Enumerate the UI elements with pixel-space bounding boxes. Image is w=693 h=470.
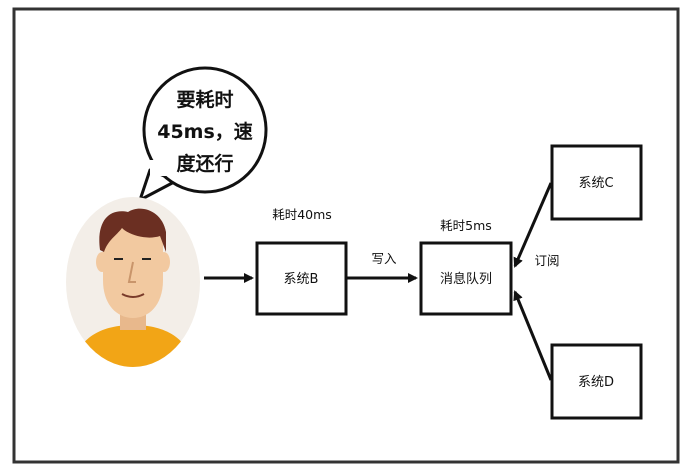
bubble-line-2: 45ms，速	[157, 120, 253, 143]
message-queue-label: 消息队列	[440, 271, 492, 287]
system-b-label: 系统B	[284, 272, 319, 287]
subscribe-label: 订阅	[534, 253, 559, 268]
system-d-box	[550, 343, 643, 420]
system-b-time: 耗时40ms	[272, 207, 332, 222]
message-queue-box	[419, 241, 513, 316]
speech-bubble: 要耗时 45ms，速 度还行	[138, 66, 268, 202]
queue-time: 耗时5ms	[440, 218, 492, 233]
bubble-line-1: 要耗时	[176, 89, 233, 111]
hair	[99, 208, 166, 252]
shirt	[72, 325, 194, 367]
arrow-system-d-to-queue	[513, 290, 553, 381]
system-c-box	[550, 144, 643, 221]
user-avatar	[66, 197, 200, 367]
system-b-box	[255, 241, 348, 316]
write-label: 写入	[371, 251, 397, 266]
system-d-label: 系统D	[578, 375, 614, 390]
bubble-line-3: 度还行	[176, 152, 233, 175]
system-c-label: 系统C	[578, 176, 613, 191]
arrow-system-c-to-queue	[513, 182, 553, 268]
